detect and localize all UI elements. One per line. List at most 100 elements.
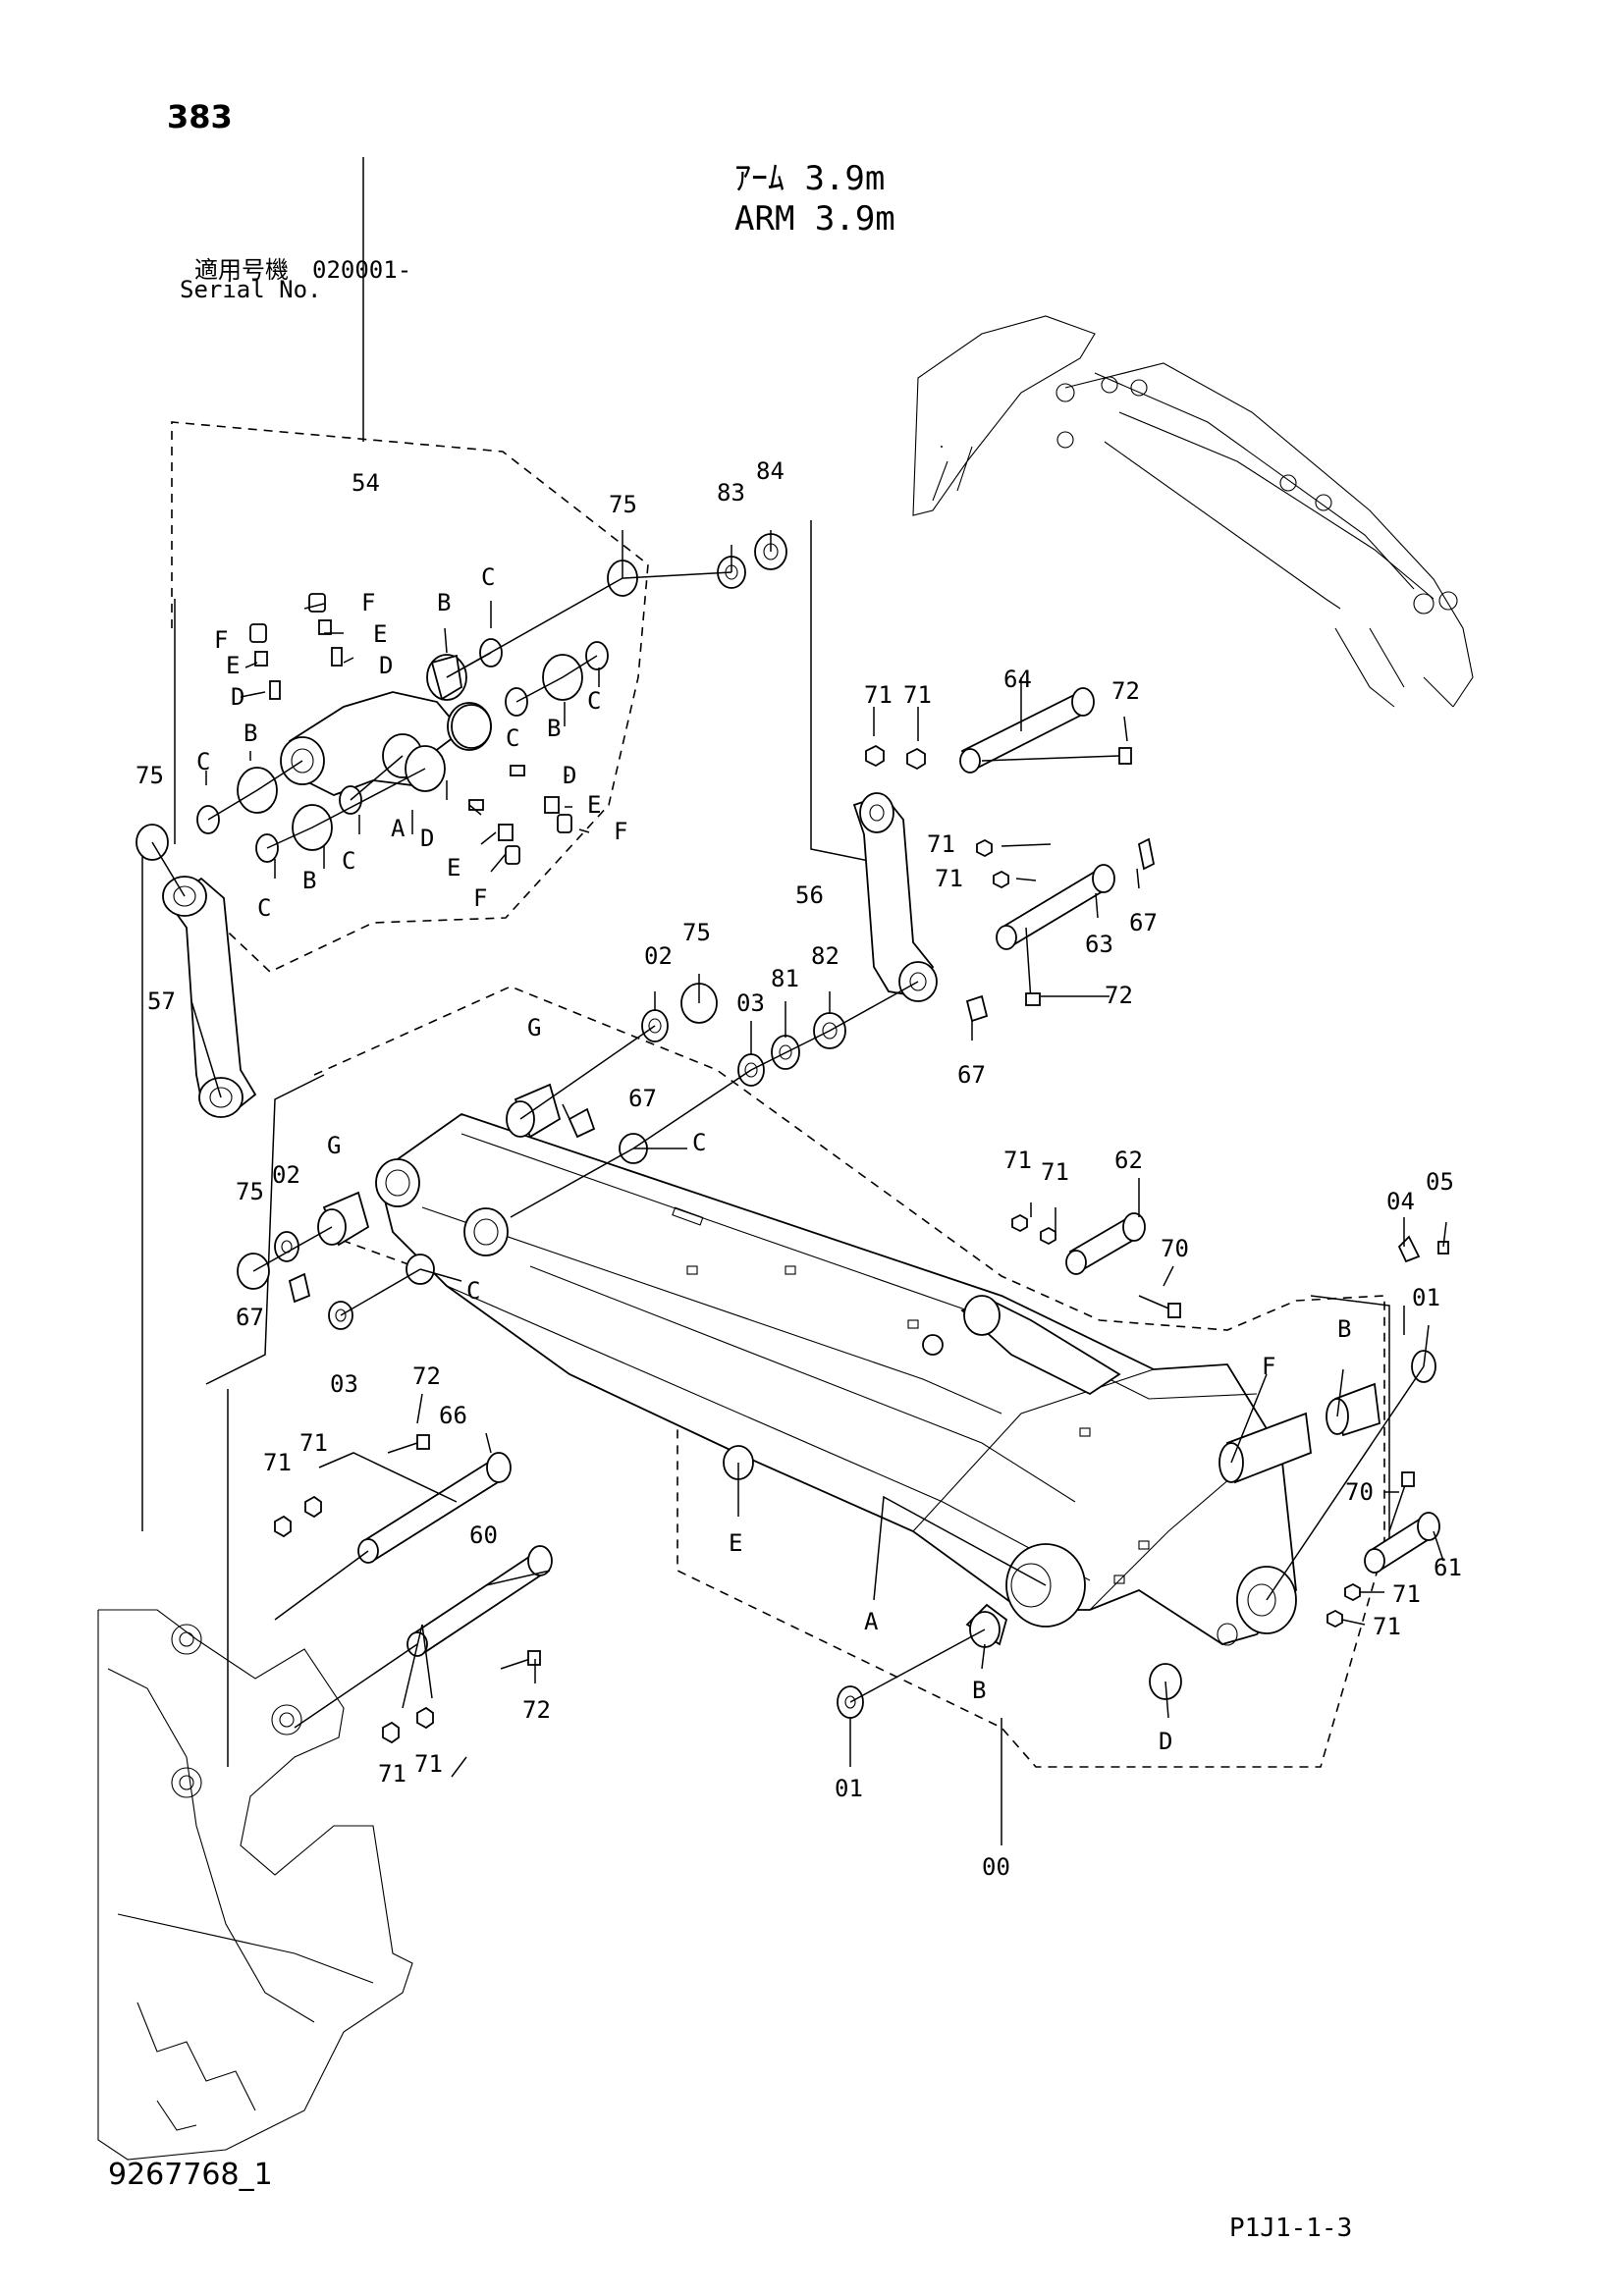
callout-72: 72 bbox=[1111, 677, 1140, 705]
leader-lines bbox=[151, 157, 1447, 1845]
callout-B: B bbox=[244, 720, 257, 747]
callout-00: 00 bbox=[982, 1853, 1010, 1881]
serial-label-japanese: 適用号機 020001- bbox=[194, 256, 412, 284]
right-bracket bbox=[1310, 1295, 1390, 1546]
callout-67: 67 bbox=[236, 1304, 264, 1331]
callout-66: 66 bbox=[439, 1402, 467, 1429]
link-56-bracket bbox=[810, 520, 885, 865]
callout-71: 71 bbox=[1392, 1580, 1421, 1608]
callout-labels: 54 75 83 84 C B F E D F E D B C 75 B C C… bbox=[135, 457, 1462, 1881]
callout-81: 81 bbox=[771, 965, 799, 992]
callout-72: 72 bbox=[522, 1696, 551, 1724]
callout-F: F bbox=[214, 626, 228, 654]
callout-E: E bbox=[226, 652, 240, 679]
callout-75: 75 bbox=[609, 491, 637, 518]
callout-01: 01 bbox=[1412, 1284, 1440, 1311]
callout-B: B bbox=[547, 715, 561, 742]
callout-71: 71 bbox=[1373, 1613, 1401, 1640]
group-00-outline bbox=[313, 986, 1385, 1768]
callout-D: D bbox=[563, 762, 576, 789]
callout-75: 75 bbox=[682, 919, 711, 946]
callout-D: D bbox=[379, 652, 393, 679]
callout-71: 71 bbox=[299, 1429, 328, 1457]
callout-D: D bbox=[1159, 1728, 1172, 1755]
callout-C: C bbox=[257, 894, 271, 922]
callout-A: A bbox=[864, 1608, 879, 1635]
callout-62: 62 bbox=[1114, 1147, 1143, 1174]
callout-E: E bbox=[587, 791, 601, 819]
arm-body bbox=[375, 1113, 1297, 1646]
callout-71: 71 bbox=[1041, 1158, 1069, 1186]
callout-84: 84 bbox=[756, 457, 785, 485]
callout-C: C bbox=[481, 563, 495, 591]
fasteners bbox=[249, 593, 1449, 1744]
callout-B: B bbox=[302, 867, 316, 894]
callout-71: 71 bbox=[263, 1449, 292, 1476]
callout-70: 70 bbox=[1161, 1235, 1189, 1262]
callout-F: F bbox=[361, 589, 375, 616]
callout-61: 61 bbox=[1434, 1554, 1462, 1581]
callout-03: 03 bbox=[330, 1370, 358, 1398]
group-00-leader bbox=[205, 1074, 325, 1385]
callout-D: D bbox=[231, 683, 244, 711]
page-code: P1J1-1-3 bbox=[1229, 2214, 1353, 2243]
callout-G: G bbox=[527, 1014, 541, 1041]
callout-57: 57 bbox=[147, 988, 176, 1015]
callout-67: 67 bbox=[957, 1061, 986, 1089]
callout-02: 02 bbox=[644, 942, 673, 970]
callout-C: C bbox=[466, 1277, 480, 1305]
callout-C: C bbox=[196, 748, 210, 775]
callout-05: 05 bbox=[1426, 1168, 1454, 1196]
callout-E: E bbox=[729, 1529, 742, 1557]
link-56 bbox=[852, 792, 938, 1002]
group-54-outline bbox=[171, 421, 649, 973]
callout-56: 56 bbox=[795, 881, 824, 909]
callout-01: 01 bbox=[835, 1775, 863, 1802]
callout-71: 71 bbox=[903, 681, 932, 709]
callout-E: E bbox=[373, 620, 387, 648]
callout-75: 75 bbox=[236, 1178, 264, 1205]
callout-71: 71 bbox=[1003, 1147, 1032, 1174]
callout-03: 03 bbox=[736, 989, 765, 1017]
callout-71: 71 bbox=[935, 865, 963, 892]
callout-04: 04 bbox=[1386, 1188, 1415, 1215]
callout-71: 71 bbox=[414, 1750, 443, 1778]
title-english: ARM 3.9m bbox=[734, 199, 895, 239]
reference-sketch bbox=[912, 315, 1474, 708]
callout-C: C bbox=[587, 687, 601, 715]
serial-label-english: Serial No. bbox=[180, 276, 322, 303]
callout-G: G bbox=[327, 1132, 341, 1159]
callout-71: 71 bbox=[378, 1760, 406, 1788]
callout-64: 64 bbox=[1003, 666, 1032, 693]
drawing-number: 9267768_1 bbox=[108, 2158, 273, 2192]
callout-75: 75 bbox=[135, 762, 164, 789]
callout-B: B bbox=[972, 1677, 986, 1704]
callout-83: 83 bbox=[717, 479, 745, 507]
callout-C: C bbox=[692, 1129, 706, 1156]
callout-B: B bbox=[1337, 1315, 1351, 1343]
callout-71: 71 bbox=[927, 830, 955, 858]
callout-54: 54 bbox=[352, 469, 380, 497]
callout-C: C bbox=[506, 724, 519, 752]
callout-A: A bbox=[391, 815, 406, 842]
callout-C: C bbox=[342, 847, 355, 875]
callout-70: 70 bbox=[1345, 1478, 1374, 1506]
callout-60: 60 bbox=[469, 1522, 498, 1549]
callout-67: 67 bbox=[1129, 909, 1158, 936]
callout-D: D bbox=[420, 825, 434, 852]
link-57 bbox=[162, 876, 257, 1118]
callout-67: 67 bbox=[628, 1085, 657, 1112]
callout-71: 71 bbox=[864, 681, 893, 709]
title-japanese: ｱｰﾑ 3.9m bbox=[734, 159, 886, 198]
callout-72: 72 bbox=[412, 1362, 441, 1390]
callout-F: F bbox=[1262, 1353, 1275, 1380]
page-number: 383 bbox=[167, 98, 233, 135]
callout-72: 72 bbox=[1105, 982, 1133, 1009]
callout-E: E bbox=[447, 854, 460, 881]
callout-02: 02 bbox=[272, 1161, 300, 1189]
callout-B: B bbox=[437, 589, 451, 616]
pins bbox=[357, 687, 1440, 1657]
callout-82: 82 bbox=[811, 942, 839, 970]
callout-F: F bbox=[473, 884, 487, 912]
